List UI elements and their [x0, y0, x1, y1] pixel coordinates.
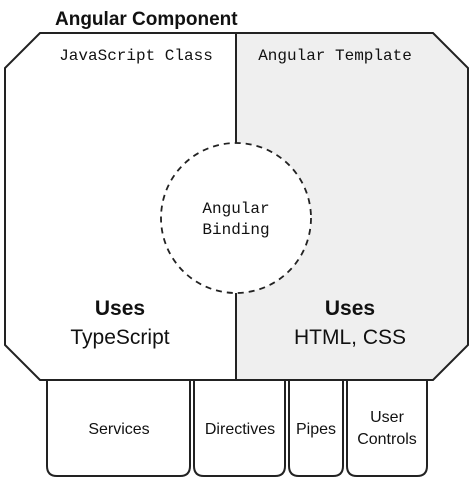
right-uses-label: Uses: [325, 297, 375, 320]
component-outline: [4, 32, 469, 381]
binding-label-line2: Binding: [202, 221, 269, 239]
pipes-tab: [288, 380, 344, 477]
binding-circle: [160, 142, 312, 294]
left-panel-heading: JavaScript Class: [59, 47, 213, 65]
diagram-title: Angular Component: [55, 9, 238, 30]
user-controls-tab: [346, 380, 428, 477]
left-uses-value: TypeScript: [70, 326, 169, 349]
services-tab: [46, 380, 191, 477]
directives-tab: [193, 380, 286, 477]
right-panel-shape: [236, 33, 468, 380]
left-panel-shape: [5, 33, 236, 380]
services-label: Services: [88, 421, 149, 438]
pipes-label: Pipes: [296, 421, 336, 438]
right-panel-heading: Angular Template: [258, 47, 412, 65]
left-uses-label: Uses: [95, 297, 145, 320]
user-controls-label-line2: Controls: [357, 431, 417, 448]
right-uses-value: HTML, CSS: [294, 326, 406, 349]
binding-label-line1: Angular: [202, 200, 269, 218]
directives-label: Directives: [205, 421, 275, 438]
user-controls-label-line1: User: [370, 409, 404, 426]
